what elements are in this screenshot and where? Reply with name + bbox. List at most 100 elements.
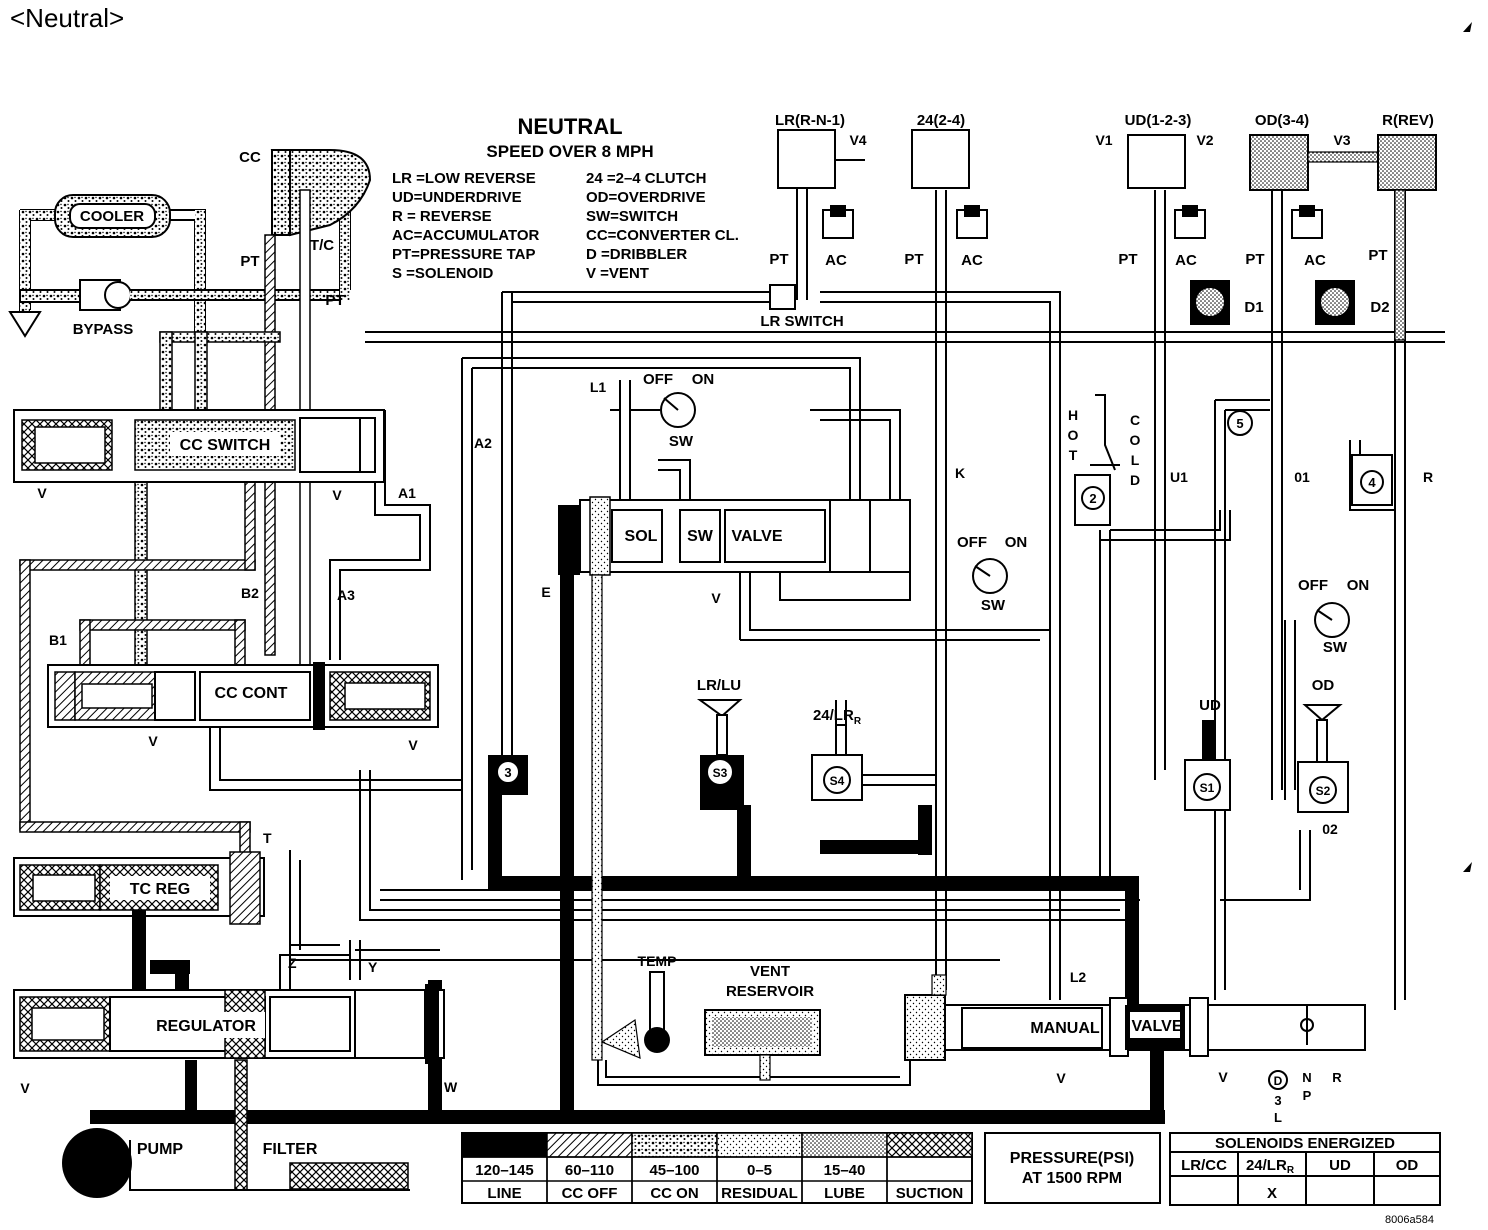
figure-id: 8006a584 [1385,1214,1434,1226]
ac-label: AC [1304,252,1326,269]
legend-subtitle: AT 1500 RPM [1022,1170,1122,1187]
corner-mark [1463,22,1472,32]
line-z-label: Z [288,955,297,971]
legend-range: 0–5 [747,1162,772,1179]
line-l1-label: L1 [590,379,607,395]
legend-swatch [461,1132,548,1158]
cold-label: O [1130,432,1141,448]
line-w-label: W [444,1079,458,1095]
solenoid-header: UD [1329,1157,1351,1174]
regulator-valve: REGULATOR V W Y Z [13,955,458,1096]
legend-name: LUBE [824,1185,865,1202]
line-y-label: Y [368,959,378,975]
line-u1-label: U1 [1170,469,1188,485]
d1-label: D1 [1244,299,1263,316]
sw-label: SW [981,597,1006,614]
legend-title: PRESSURE(PSI) [1010,1150,1134,1167]
pt-label: PT [1118,251,1137,268]
corner-mark [1463,862,1472,872]
on-label: ON [1347,577,1370,594]
solenoid-table: SOLENOIDS ENERGIZED LR/CC 24/LRR UD OD X [1169,1132,1441,1206]
check-ball-4: 4 [1351,454,1393,506]
clutch-lr-label: LR(R-N-1) [775,112,845,129]
legend-range: 15–40 [824,1162,866,1179]
sw-label: SW [1323,639,1348,656]
cc-cont-valve: CC CONT V V [47,662,439,753]
hot-label: O [1068,427,1079,443]
thermal-valve: H O T C O L D 2 [1068,394,1141,526]
line-k-label: K [955,465,965,481]
selector-p: P [1303,1088,1312,1103]
abbreviation: UD=UNDERDRIVE [392,189,522,206]
solenoid-header: LR/CC [1181,1157,1227,1174]
tc-label: T/C [310,237,334,254]
pressure-switch-lr: OFF ON SW [643,371,714,450]
clutch-od: OD(3-4) V3 PT AC D2 01 [1245,112,1389,485]
off-label: OFF [957,534,987,551]
abbreviation: CC=CONVERTER CL. [586,227,739,244]
s4-label: S4 [830,774,845,788]
clutch-24: 24(2-4) PT AC [904,112,988,269]
cc-cont-label: CC CONT [215,685,288,702]
legend-cell [886,1156,973,1204]
vent-label: V [37,485,47,501]
lr-switch-label: LR SWITCH [760,313,843,330]
node-2: 2 [1089,491,1096,506]
selector-d: D [1274,1074,1283,1088]
d2-label: D2 [1370,299,1389,316]
cooler-label: COOLER [80,208,144,225]
vent-label: V [711,590,721,606]
cc-label: CC [239,149,261,166]
pressure-switch-24: OFF ON SW [957,534,1027,614]
selector-r: R [1332,1070,1342,1085]
valve-label: VALVE [1132,1018,1183,1035]
tc-reg-label: TC REG [130,881,190,898]
vent-label: V [332,487,342,503]
vent-label: V [20,1080,30,1096]
legend-swatch [546,1132,633,1158]
clutch-rev-label: R(REV) [1382,112,1434,129]
clutch-ud-label: UD(1-2-3) [1125,112,1192,129]
legend-name: SUCTION [896,1185,964,1202]
pressure-switch-od: OFF ON SW [1298,577,1369,656]
diagram-subtitle: SPEED OVER 8 MPH [486,142,653,161]
legend-range: 45–100 [649,1162,699,1179]
vent-label: V [148,733,158,749]
abbreviation: S =SOLENOID [392,265,493,282]
on-label: ON [692,371,715,388]
ud-label: UD [1199,697,1221,714]
abbreviation: 24 =2–4 CLUTCH [586,170,706,187]
sol-label: SOL [625,528,658,545]
line-b2-label: B2 [241,585,259,601]
off-label: OFF [1298,577,1328,594]
abbreviation: D =DRIBBLER [586,246,687,263]
v1-label: V1 [1095,132,1112,148]
pump-assembly: PUMP FILTER [62,1059,410,1198]
abbreviation: SW=SWITCH [586,208,678,225]
selector-l: L [1274,1110,1282,1125]
check-ball-3: 3 [488,755,528,795]
ac-label: AC [825,252,847,269]
legend-name: RESIDUAL [721,1185,798,1202]
legend-name: CC OFF [562,1185,618,1202]
temp-label: TEMP [638,953,677,969]
abbreviation: PT=PRESSURE TAP [392,246,536,263]
pt-label: PT [240,253,259,270]
cooler-circuit: COOLER BYPASS [8,194,351,340]
solenoid-s2: OD S2 02 [1297,677,1349,837]
legend-range: 120–145 [475,1162,533,1179]
legend-name: CC ON [650,1185,698,1202]
s2-label: S2 [1316,784,1331,798]
node-3: 3 [504,765,511,780]
hot-label: H [1068,407,1078,423]
legend-swatch [886,1132,973,1158]
residual-lines [209,190,1445,1010]
on-label: ON [1005,534,1028,551]
v2-label: V2 [1196,132,1213,148]
legend-range: 60–110 [565,1162,614,1179]
solenoid-table-title: SOLENOIDS ENERGIZED [1215,1135,1395,1152]
solenoid-s3: LR/LU S3 [697,677,744,793]
solenoid-value: X [1267,1185,1277,1202]
